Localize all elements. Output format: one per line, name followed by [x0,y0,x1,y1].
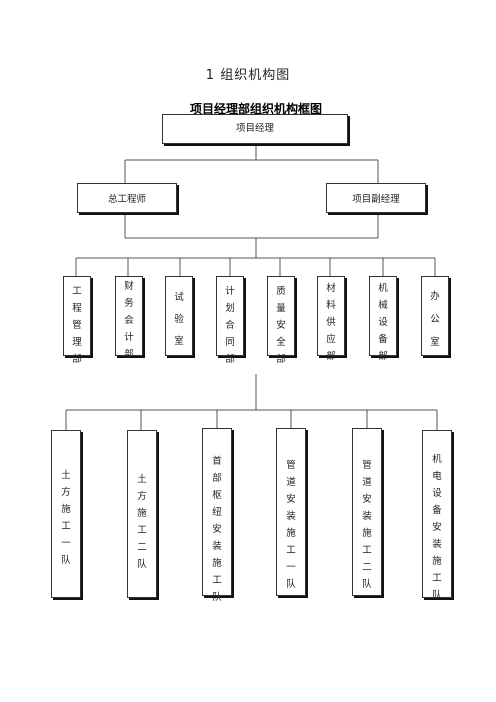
department-label: 办公室 [430,291,440,348]
department-label: 质量安全部 [276,286,286,365]
team-label: 机电设备安装施工队 [432,454,442,601]
team-label: 土方施工一队 [61,470,71,566]
department-label: 试验室 [174,292,184,347]
department-box-finance: 财务会计部 [115,276,143,360]
department-label: 材料供应部 [326,283,336,362]
department-box-materials: 材料供应部 [317,276,345,362]
department-label: 机械设备部 [378,283,388,362]
department-label: 计划合同部 [225,286,235,365]
deputy-manager-label: 项目副经理 [352,194,400,205]
project-manager-label: 项目经理 [235,123,274,134]
team-label: 管道安装施工二队 [362,460,372,590]
team-box-headworks: 首部枢纽安装施工队 [202,428,232,603]
team-box-pipeline-1: 管道安装施工一队 [276,428,306,596]
team-label: 管道安装施工一队 [286,460,296,590]
team-label: 首部枢纽安装施工队 [212,456,222,603]
chart-title: 项目经理部组织机构框图 [190,102,323,116]
chief-engineer-box: 总工程师 [77,183,177,213]
deputy-manager-box: 项目副经理 [326,183,426,213]
department-label: 工程管理部 [72,286,82,365]
team-box-pipeline-2: 管道安装施工二队 [352,428,382,596]
department-box-planning: 计划合同部 [216,276,244,365]
department-box-machinery: 机械设备部 [369,276,397,362]
team-box-earthwork-1: 土方施工一队 [51,430,81,598]
department-box-office: 办公室 [421,276,449,356]
department-label: 财务会计部 [124,281,134,360]
team-box-earthwork-2: 土方施工二队 [127,430,157,598]
team-label: 土方施工二队 [137,474,147,570]
department-box-quality: 质量安全部 [267,276,295,365]
team-box-electromechanical: 机电设备安装施工队 [422,430,452,601]
chief-engineer-label: 总工程师 [107,194,146,205]
department-box-lab: 试验室 [165,276,193,356]
section-title: 1 组织机构图 [205,68,291,83]
project-manager-box: 项目经理 [162,114,348,144]
department-box-engineering: 工程管理部 [63,276,91,365]
